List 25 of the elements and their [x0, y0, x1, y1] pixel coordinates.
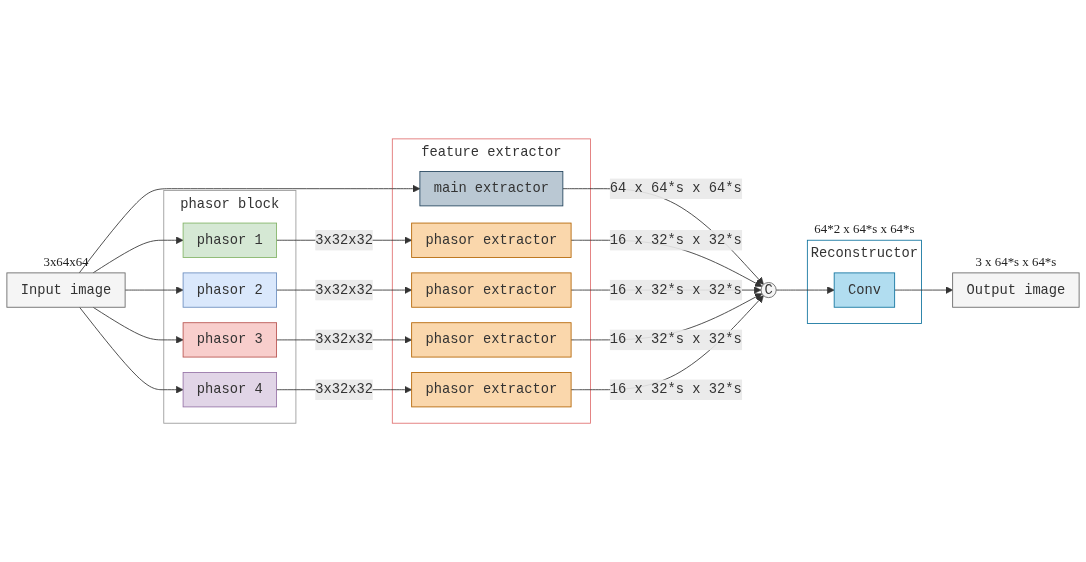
node-box: Input image: [6, 272, 126, 308]
node-box: phasor extractor: [411, 372, 572, 408]
dimension-label: 3 x 64*s x 64*s: [975, 254, 1057, 269]
node-box: Output image: [952, 272, 1080, 308]
edge-label: 64 x 64*s x 64*s: [609, 180, 742, 197]
edge-label: 16 x 32*s x 32*s: [609, 332, 742, 348]
node-box: phasor extractor: [411, 222, 572, 258]
node-box: Conv: [833, 272, 896, 308]
dimension-label: 3x64x64: [43, 254, 89, 269]
edge-label: 16 x 32*s x 32*s: [609, 232, 742, 248]
node-box: phasor 1: [182, 222, 277, 258]
node-box: phasor extractor: [411, 272, 572, 308]
edge-label: 3x32x32: [315, 332, 373, 348]
edge-label: 16 x 32*s x 32*s: [609, 282, 742, 298]
edge-label: 3x32x32: [315, 232, 373, 248]
edge-label: 3x32x32: [315, 381, 373, 398]
node-box: phasor 4: [182, 372, 277, 408]
node-box: phasor 2: [182, 272, 277, 308]
edge-label: 3x32x32: [315, 282, 373, 298]
node-circle: C: [760, 282, 777, 298]
node-box: phasor 3: [182, 322, 277, 358]
node-box: phasor extractor: [411, 322, 572, 358]
dimension-label: 64*2 x 64*s x 64*s: [814, 222, 915, 237]
node-box: main extractor: [419, 171, 564, 207]
edge-label: 16 x 32*s x 32*s: [609, 381, 742, 398]
